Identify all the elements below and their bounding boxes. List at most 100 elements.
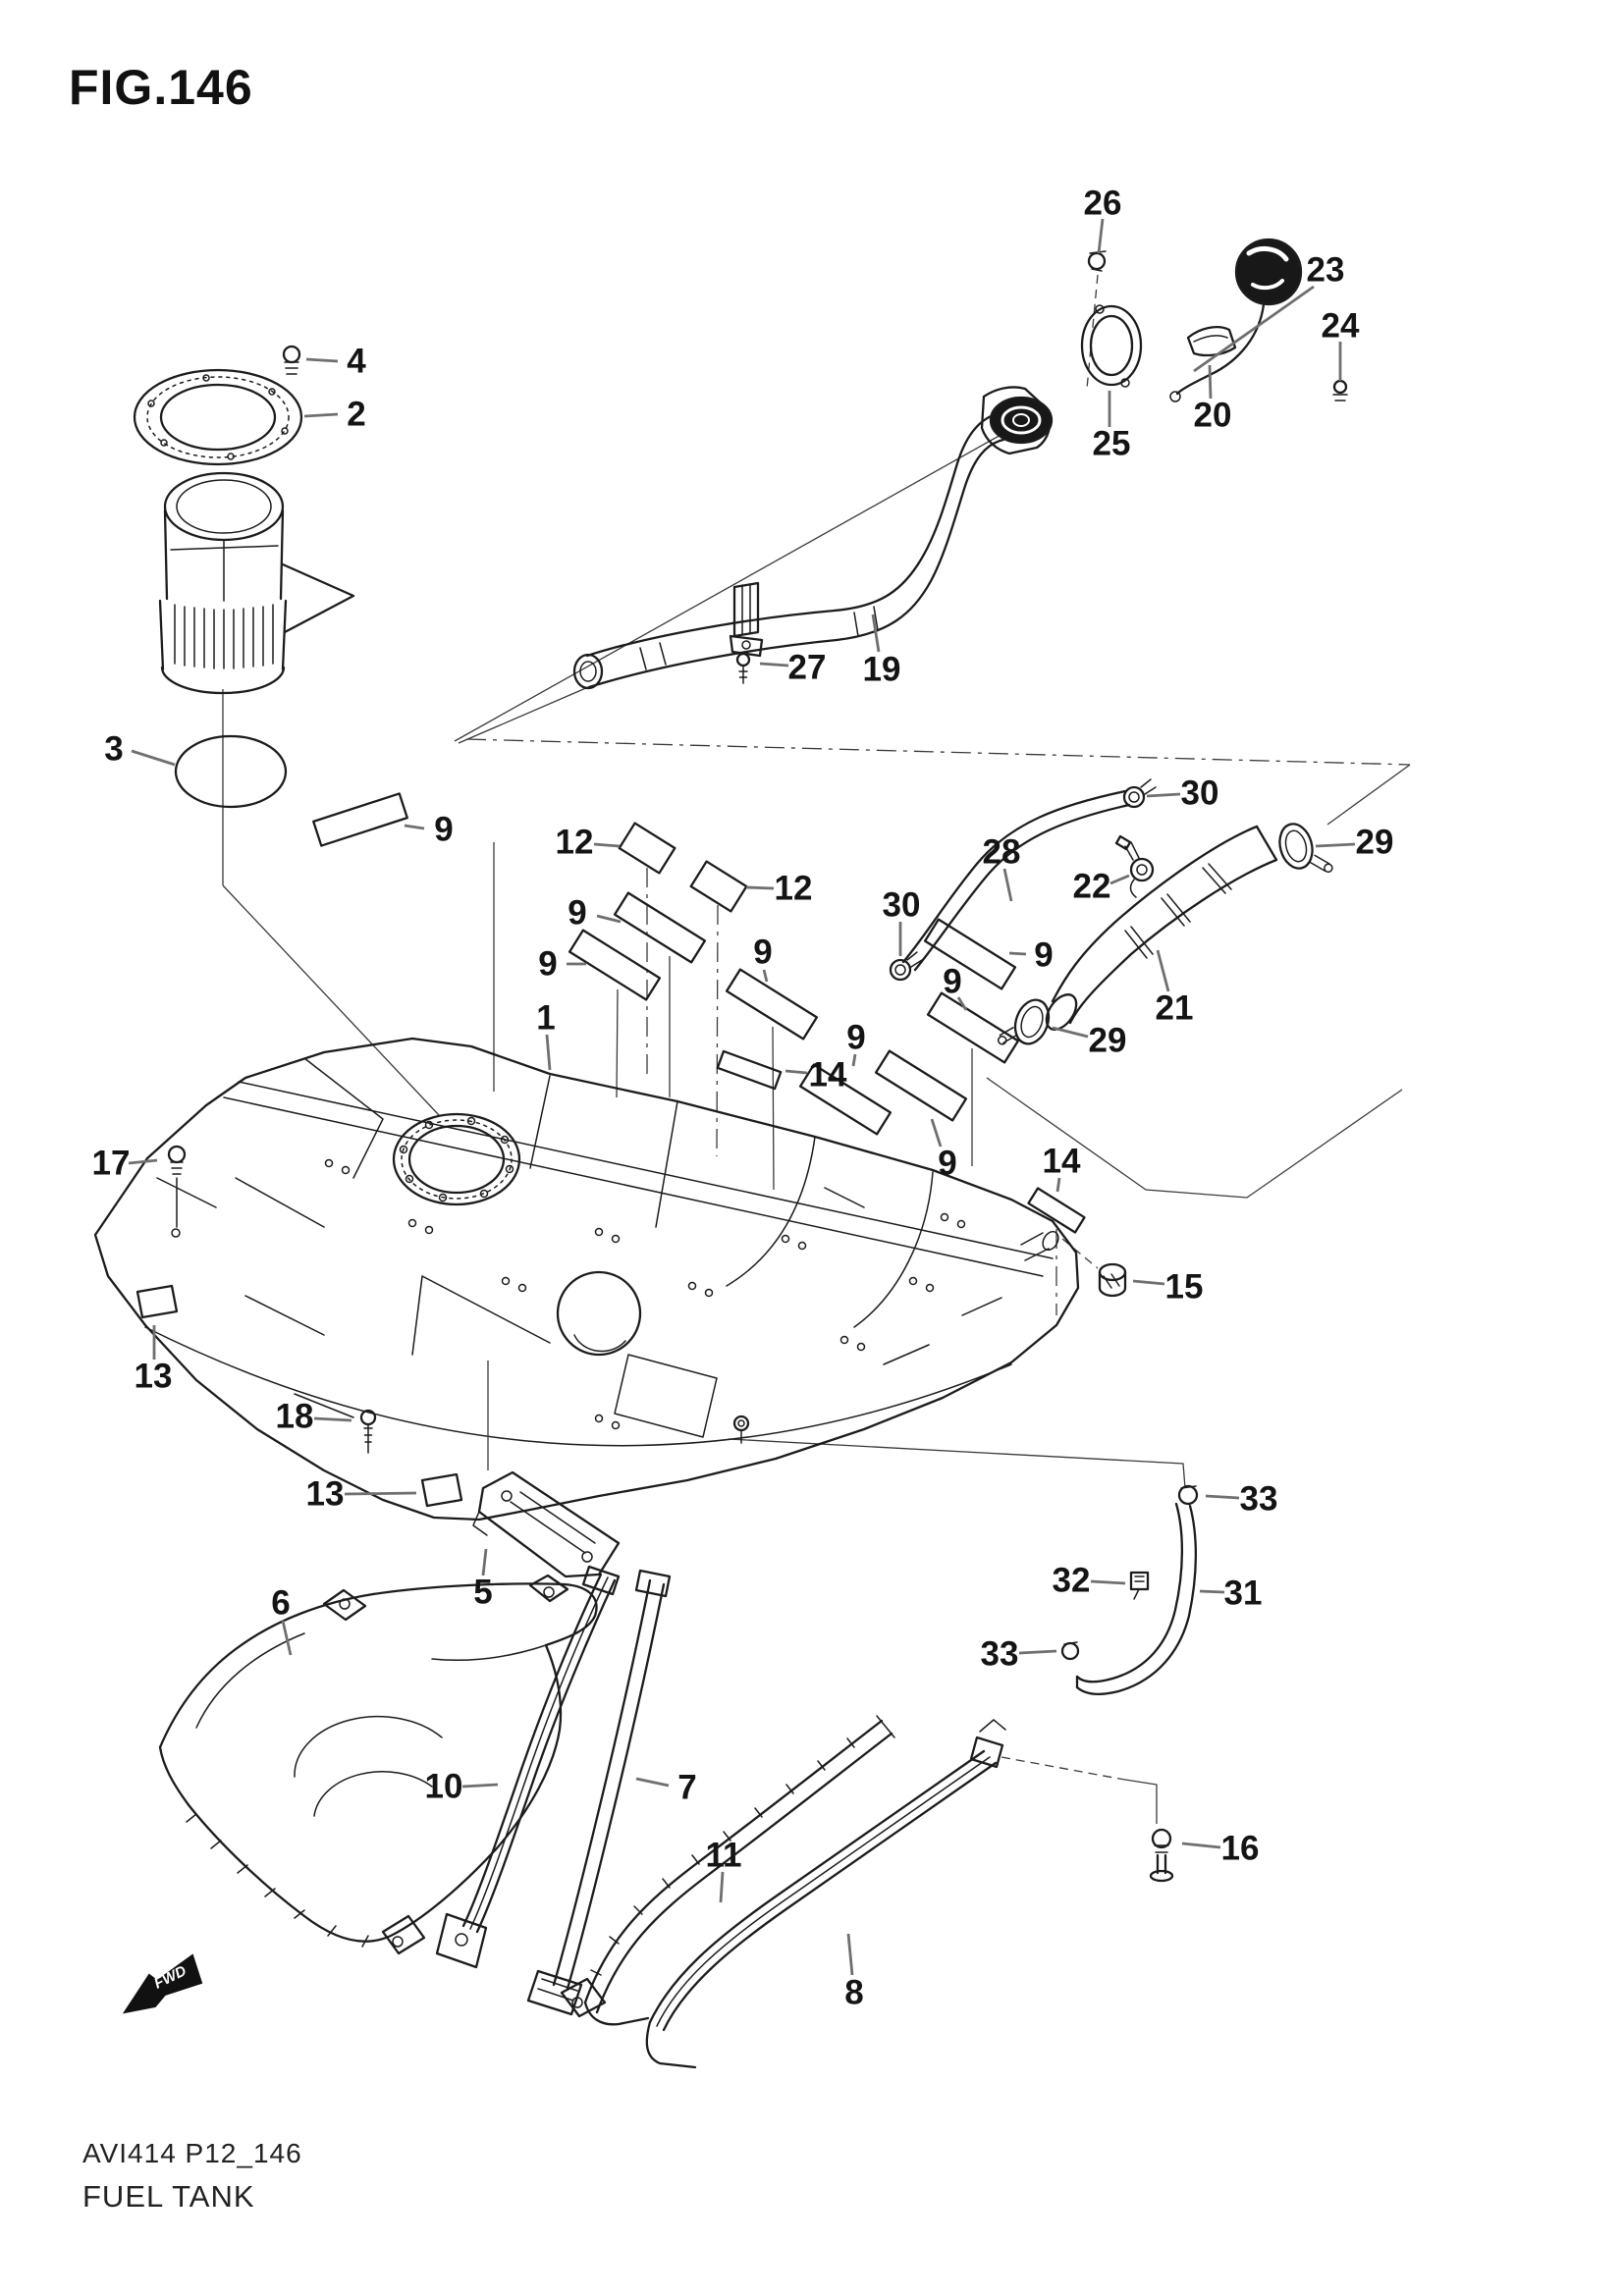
- part-number-25: 25: [1093, 425, 1131, 463]
- tank-fittings: [137, 1147, 1125, 1506]
- part-number-18: 18: [276, 1398, 314, 1436]
- leader-line-3: [132, 751, 175, 765]
- leader-line-4: [306, 359, 338, 361]
- strap-7: [528, 1571, 670, 2014]
- fuel-cap-23: [1170, 240, 1301, 401]
- leader-line-14: [1057, 1178, 1059, 1192]
- part-number-13: 13: [135, 1358, 173, 1396]
- part-number-1: 1: [536, 999, 555, 1038]
- part-number-20: 20: [1194, 397, 1232, 435]
- leader-line-32: [1091, 1581, 1125, 1583]
- leader-line-29: [1053, 1028, 1088, 1037]
- part-number-5: 5: [473, 1574, 492, 1612]
- clip-26: [1089, 251, 1106, 271]
- leader-line-9: [597, 916, 621, 922]
- bolt-17: [169, 1147, 185, 1237]
- clamp-30a: [1124, 779, 1156, 807]
- spot-welds: [326, 1160, 965, 1429]
- part-number-26: 26: [1084, 185, 1122, 223]
- leader-line-9: [958, 997, 966, 1010]
- screw-18: [361, 1411, 375, 1453]
- part-number-7: 7: [677, 1769, 696, 1807]
- leader-line-23: [1194, 287, 1314, 371]
- figure-name: FUEL TANK: [82, 2179, 255, 2214]
- leader-line-30: [1147, 794, 1180, 796]
- part-number-9: 9: [434, 811, 453, 849]
- leader-line-9: [853, 1054, 855, 1066]
- leader-line-31: [1200, 1591, 1224, 1592]
- clamp-29b: [998, 991, 1055, 1056]
- leader-line-20: [1210, 365, 1211, 399]
- leader-line-19: [873, 614, 879, 652]
- part-number-23: 23: [1307, 251, 1345, 290]
- pad-13a: [137, 1286, 177, 1317]
- part-number-9: 9: [1034, 936, 1053, 975]
- part-number-31: 31: [1224, 1575, 1263, 1613]
- leader-line-14: [785, 1071, 807, 1073]
- leader-line-12: [594, 844, 620, 846]
- part-number-9: 9: [938, 1145, 956, 1183]
- figure-code: AVI414 P12_146: [82, 2138, 302, 2168]
- part-number-9: 9: [538, 945, 557, 984]
- part-number-15: 15: [1165, 1268, 1204, 1307]
- leader-line-9: [405, 826, 424, 828]
- part-number-9: 9: [846, 1019, 865, 1057]
- part-number-22: 22: [1073, 868, 1111, 906]
- leader-line-29: [1316, 844, 1355, 846]
- strap-11: [562, 1716, 894, 2024]
- strap-8: [647, 1720, 1005, 2067]
- leader-line-2: [304, 414, 338, 416]
- cap-pad-20: [1188, 327, 1235, 355]
- pump-bolt-4: [284, 347, 299, 374]
- clip-33a: [1179, 1486, 1197, 1504]
- part-number-30: 30: [883, 886, 921, 925]
- clip-32: [1131, 1573, 1148, 1599]
- pad-13b: [422, 1474, 461, 1506]
- leader-line-5: [483, 1549, 486, 1575]
- part-number-19: 19: [863, 651, 901, 689]
- part-number-13: 13: [306, 1475, 345, 1514]
- part-number-10: 10: [425, 1768, 463, 1806]
- bracket-5: [473, 1361, 619, 1576]
- figure-footer: AVI414 P12_146 FUEL TANK: [82, 2138, 302, 2215]
- filler-hose-21: [1041, 827, 1276, 1035]
- cushion-pads: [313, 793, 1084, 1232]
- part-number-4: 4: [347, 343, 366, 381]
- part-number-11: 11: [706, 1837, 742, 1875]
- part-number-6: 6: [271, 1584, 290, 1623]
- part-number-32: 32: [1053, 1562, 1091, 1600]
- leader-line-16: [1182, 1843, 1220, 1847]
- leader-line-21: [1158, 950, 1168, 991]
- leader-line-10: [462, 1785, 498, 1787]
- part-number-16: 16: [1221, 1830, 1260, 1868]
- leader-line-27: [760, 664, 788, 666]
- leader-line-1: [547, 1035, 550, 1070]
- part-number-29: 29: [1356, 824, 1394, 862]
- leader-line-11: [721, 1872, 723, 1902]
- clip-33b: [1062, 1642, 1078, 1659]
- gasket-25: [1082, 305, 1141, 387]
- drain-bolt: [734, 1416, 748, 1443]
- tank-straps: [437, 1567, 1172, 2067]
- filler-neck-assembly: [574, 251, 1141, 688]
- part-number-2: 2: [347, 396, 365, 434]
- part-number-24: 24: [1322, 307, 1360, 346]
- bolt-16: [1151, 1830, 1172, 1881]
- fuel-pump-assembly: [135, 347, 353, 807]
- fuel-tank-body: [95, 1039, 1078, 1520]
- leader-line-9: [764, 970, 767, 982]
- leader-line-15: [1133, 1281, 1164, 1284]
- part-number-27: 27: [788, 649, 827, 687]
- leader-line-7: [636, 1779, 669, 1786]
- construction-lines: [223, 275, 1410, 1824]
- part-number-12: 12: [556, 824, 594, 862]
- leader-line-26: [1099, 219, 1103, 253]
- vent-hose-group: [1062, 1486, 1197, 1694]
- leader-line-9: [1009, 953, 1026, 954]
- part-number-3: 3: [104, 730, 123, 769]
- leader-line-8: [848, 1934, 852, 1975]
- leader-line-17: [129, 1160, 157, 1163]
- part-number-30: 30: [1181, 774, 1219, 813]
